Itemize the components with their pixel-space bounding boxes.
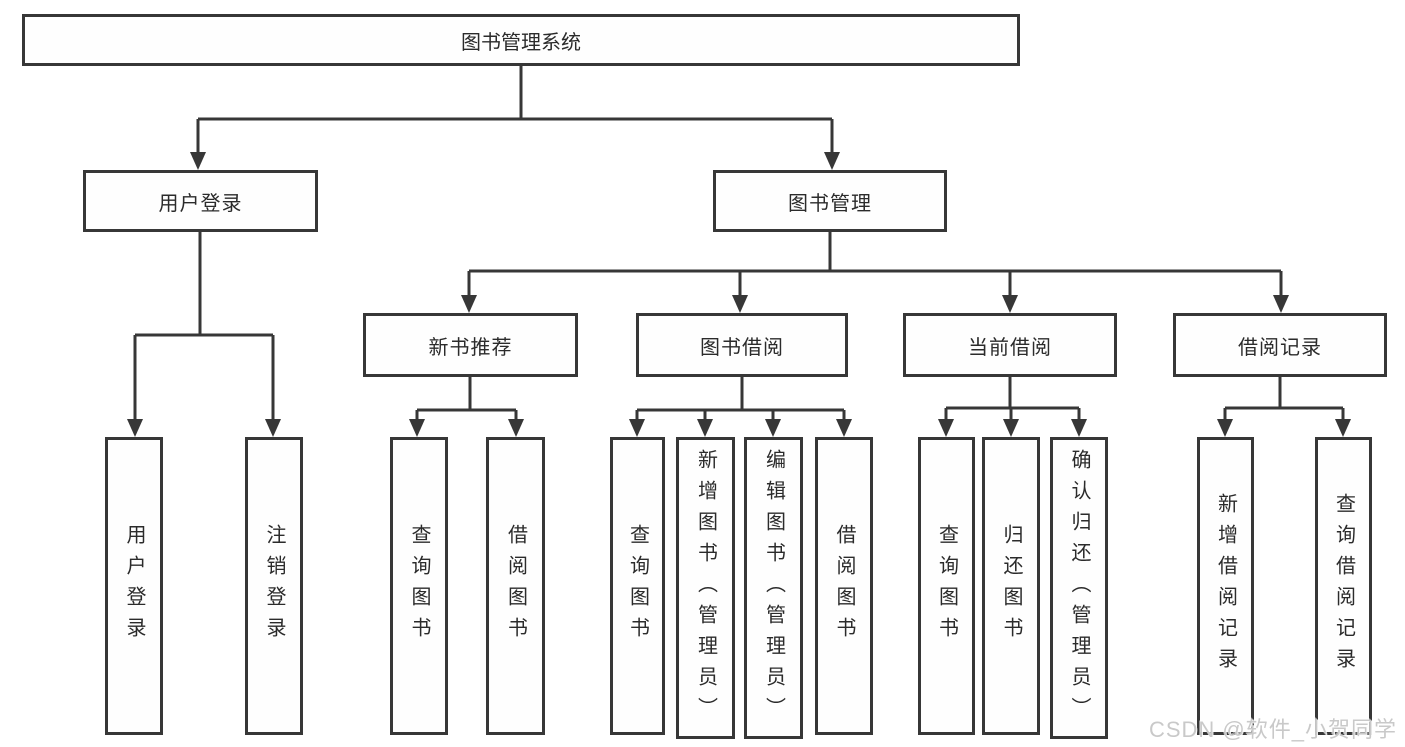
leaf-borrow-edit-books-admin: 编辑图书（管理员） [744,437,803,739]
arrowhead [1003,419,1019,437]
arrowhead [1002,295,1018,313]
leaf-current-confirm-return-admin: 确认归还（管理员） [1050,437,1108,739]
arrowhead [461,295,477,313]
arrowhead [938,419,954,437]
arrowhead [765,419,781,437]
csdn-watermark: CSDN @软件_小贺同学 [1148,717,1397,742]
node-label: 图书管理 [788,192,872,215]
node-label: 新书推荐 [428,336,513,359]
leaf-records-add-record: 新增借阅记录 [1197,437,1254,735]
connector-user-login-to-leaves [133,232,275,421]
arrowhead [508,419,524,437]
node-book-borrow: 图书借阅 [636,313,848,377]
leaf-label: 查询图书 [408,524,430,648]
leaf-label: 新增图书（管理员） [694,448,717,728]
leaf-label: 借阅图书 [504,524,527,648]
node-new-book-recommend: 新书推荐 [363,313,578,377]
arrowhead [836,419,852,437]
arrowhead [732,295,748,313]
leaf-current-query-books: 查询图书 [918,437,975,735]
arrowhead [629,419,645,437]
leaf-label: 借阅图书 [833,524,855,648]
leaf-label: 新增借阅记录 [1214,493,1237,679]
leaf-recommend-query-books: 查询图书 [390,437,448,735]
connector-book-mgmt-to-groups [467,232,1283,297]
arrowhead [697,419,713,437]
node-label: 图书借阅 [700,336,784,359]
leaf-label: 注销登录 [263,524,285,648]
arrowhead [1071,419,1087,437]
leaf-label: 确认归还（管理员） [1068,448,1090,728]
leaf-label: 归还图书 [1000,524,1022,648]
arrowhead [1273,295,1289,313]
arrowhead [1217,419,1233,437]
node-label: 用户登录 [158,192,243,215]
node-label: 借阅记录 [1238,336,1322,359]
arrowhead [824,152,840,170]
node-current-borrow: 当前借阅 [903,313,1117,377]
connector-recommend-to-leaves [415,377,518,421]
leaf-logout: 注销登录 [245,437,303,735]
connector-borrow-to-leaves [635,377,846,421]
node-label: 当前借阅 [968,336,1052,359]
leaf-borrow-borrow-books: 借阅图书 [815,437,873,735]
leaf-borrow-add-books-admin: 新增图书（管理员） [676,437,735,739]
arrowhead [127,419,143,437]
leaf-current-return-books: 归还图书 [982,437,1040,735]
arrowhead [409,419,425,437]
leaf-label: 查询借阅记录 [1332,493,1355,679]
leaf-borrow-query-books: 查询图书 [610,437,665,735]
connector-root-to-level2 [196,66,834,154]
node-root-system: 图书管理系统 [22,14,1020,66]
leaf-label: 查询图书 [626,524,649,648]
node-book-management: 图书管理 [713,170,947,232]
leaf-label: 编辑图书（管理员） [762,448,785,728]
leaf-label: 用户登录 [123,524,145,648]
node-borrow-records: 借阅记录 [1173,313,1387,377]
node-user-login: 用户登录 [83,170,318,232]
connector-current-to-leaves [944,377,1081,421]
arrowhead [1335,419,1351,437]
leaf-label: 查询图书 [935,524,958,648]
leaf-user-login: 用户登录 [105,437,163,735]
arrowhead [265,419,281,437]
node-label: 图书管理系统 [461,31,581,54]
leaf-recommend-borrow-books: 借阅图书 [486,437,545,735]
arrowhead [190,152,206,170]
connector-records-to-leaves [1223,377,1345,421]
leaf-records-query-record: 查询借阅记录 [1315,437,1372,735]
